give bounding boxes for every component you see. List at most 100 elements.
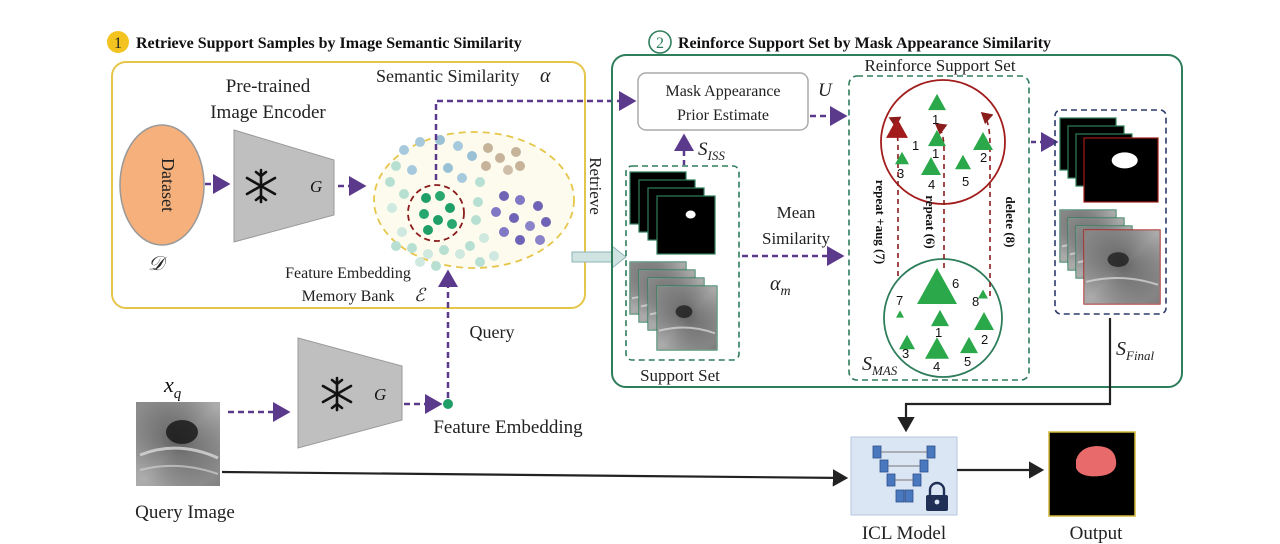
output-label: Output (1070, 523, 1124, 544)
icl-model (850, 436, 958, 516)
encoder-symbol: G (310, 177, 322, 196)
feature-embedding-dot (443, 399, 453, 409)
output-mask (1076, 446, 1117, 477)
stage2-badge (648, 30, 672, 54)
support-masks (629, 171, 716, 255)
embedding-dot (397, 227, 407, 237)
sample-number: 1 (932, 112, 939, 127)
final-mask (1083, 137, 1159, 203)
embedding-dot (435, 191, 445, 201)
embedding-dot (387, 203, 397, 213)
embedding-dot (415, 137, 425, 147)
embedding-dot (499, 191, 509, 201)
embedding-dot (423, 249, 433, 259)
u-symbol: U (818, 80, 833, 101)
prior-line1: Mask Appearance (665, 83, 780, 100)
dataset-ellipse (119, 124, 205, 246)
alpha-symbol: α (540, 65, 551, 87)
embedding-dot (533, 201, 543, 211)
lock-icon (926, 481, 948, 511)
embedding-dot (515, 161, 525, 171)
sample-triangle (978, 289, 988, 299)
embedding-dot (495, 153, 505, 163)
query-encoder-trapezoid (297, 337, 403, 449)
sample-triangle (899, 334, 915, 350)
memory-bank-dots (385, 135, 551, 271)
dataset-label: Dataset (158, 158, 178, 212)
dataset-symbol: 𝒟 (148, 253, 168, 275)
embedding-dot (421, 193, 431, 203)
mean-line1: Mean (777, 203, 816, 222)
sample-triangle (973, 132, 993, 150)
sample-triangle (921, 157, 941, 175)
embedding-dot (399, 189, 409, 199)
reinforce-title: Reinforce Support Set (864, 56, 1015, 75)
embedding-dot (511, 147, 521, 157)
embedding-dot (479, 233, 489, 243)
embedding-dot (415, 257, 425, 267)
support-set-label: Support Set (640, 366, 720, 385)
embedding-dot (541, 217, 551, 227)
embedding-dot (471, 215, 481, 225)
sample-number: 3 (902, 346, 909, 361)
embedding-dot (419, 209, 429, 219)
sample-number: 3 (897, 166, 904, 181)
stage1-header: 1 Retrieve Support Samples by Image Sema… (107, 31, 522, 53)
snowflake-icon (321, 376, 353, 412)
final-masks (1059, 117, 1159, 203)
alpha-m-symbol: αm (770, 273, 791, 299)
retrieve-label: Retrieve (586, 157, 605, 215)
stage2-box (611, 54, 1183, 388)
sample-triangle (928, 93, 946, 111)
embedding-dot (391, 161, 401, 171)
snowflake-icon (245, 168, 277, 204)
icl-model-label: ICL Model (862, 523, 946, 544)
embedding-dot (509, 213, 519, 223)
embedding-dot (385, 177, 395, 187)
xq-symbol: xq (163, 372, 182, 402)
embedding-dot (391, 241, 401, 251)
embedding-dot (439, 245, 449, 255)
final-image (1083, 229, 1161, 305)
sample-triangle (895, 151, 909, 165)
sample-triangle (931, 309, 949, 327)
prior-line2: Prior Estimate (677, 107, 769, 124)
retrieved-neighbors-circle (407, 184, 465, 242)
embedding-dot (515, 235, 525, 245)
embedding-dot (433, 215, 443, 225)
s-final-symbol: SFinal (1116, 338, 1155, 363)
final-to-icl-arrow (897, 318, 1112, 433)
embedding-dot (481, 161, 491, 171)
encoder-trapezoid (233, 129, 335, 243)
embedding-dot (447, 219, 457, 229)
support-images (629, 261, 718, 351)
stage1-badge-number: 1 (114, 35, 122, 52)
sample-number: 5 (962, 174, 969, 189)
sample-number: 4 (933, 359, 940, 374)
memory-bank-symbol: ℰ (414, 285, 427, 305)
sample-number: 1 (912, 138, 919, 153)
sample-number: 7 (896, 293, 903, 308)
sample-triangle (974, 312, 994, 330)
semantic-similarity-label: Semantic Similarity (376, 66, 519, 86)
sample-triangle (886, 118, 908, 138)
mean-line2: Similarity (762, 229, 831, 248)
final-set-box (1054, 109, 1167, 315)
embedding-dot (455, 249, 465, 259)
embedding-dot (467, 151, 477, 161)
embedding-dot (435, 135, 445, 145)
sample-triangle (896, 310, 904, 318)
embedding-dot (465, 241, 475, 251)
query-image-label: Query Image (135, 502, 235, 523)
s-mas-symbol: SMAS (862, 353, 898, 378)
reinforce-set-box (848, 75, 1030, 381)
sample-triangle (928, 129, 946, 147)
feature-embedding-label: Feature Embedding (433, 417, 583, 438)
sample-number: 2 (981, 332, 988, 347)
sample-triangle (960, 336, 978, 354)
query-label: Query (470, 322, 515, 342)
stage2-title: Reinforce Support Set by Mask Appearance… (678, 35, 1051, 52)
query-encoder-symbol: G (374, 385, 386, 404)
embedding-dot (399, 145, 409, 155)
